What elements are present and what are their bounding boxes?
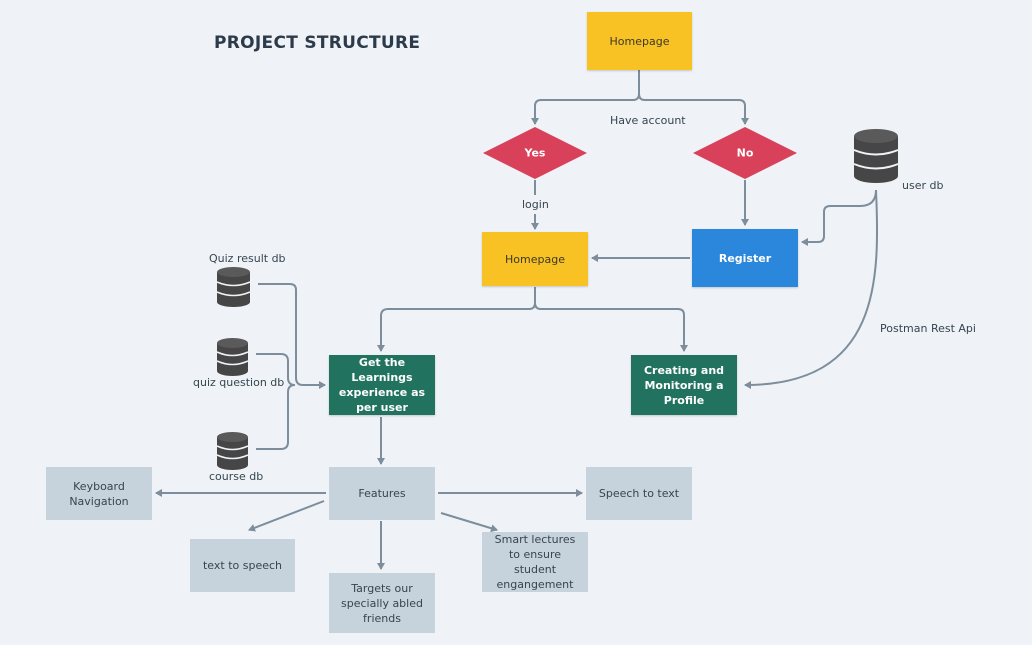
have-account-label: Have account	[610, 114, 686, 127]
arrow-quizresult-to-learnings	[258, 283, 326, 389]
decision-yes-diamond	[483, 127, 587, 179]
database-icon	[216, 432, 249, 470]
arrow-homepage-to-profile	[534, 302, 688, 352]
arrow-course-to-learnings	[256, 384, 296, 450]
profile-node: Creating and Monitoring a Profile	[631, 355, 737, 415]
user-db-label: user db	[902, 179, 944, 192]
smart-lectures-node: Smart lectures to ensure student engange…	[482, 532, 588, 592]
quiz-result-db-label: Quiz result db	[209, 252, 286, 265]
arrow-postman-to-profile	[744, 189, 879, 389]
register-node: Register	[692, 229, 798, 287]
login-label: login	[522, 198, 549, 211]
features-node: Features	[329, 467, 435, 520]
page-title: PROJECT STRUCTURE	[214, 33, 421, 53]
speech-to-text-node: Speech to text	[586, 467, 692, 520]
targets-node: Targets our specially abled friends	[329, 573, 435, 633]
database-icon	[216, 267, 251, 307]
postman-label: Postman Rest Api	[880, 322, 976, 335]
course-db-label: course db	[209, 470, 264, 483]
database-icon	[216, 338, 249, 376]
keyboard-navigation-node: Keyboard Navigation	[46, 467, 152, 520]
learnings-node: Get the Learnings experience as per user	[329, 355, 435, 415]
homepage-mid-node: Homepage	[482, 232, 588, 286]
homepage-top-node: Homepage	[587, 12, 692, 70]
database-icon	[853, 129, 899, 183]
arrow-features-to-tts	[248, 500, 325, 532]
arrow-homepage-to-learnings	[377, 287, 536, 352]
decision-no-diamond	[693, 127, 797, 179]
arrow-homepage-to-no	[638, 93, 749, 125]
yes-label: Yes	[524, 146, 546, 160]
no-label: No	[736, 146, 754, 160]
arrow-quizquestion-to-learnings	[256, 353, 296, 386]
text-to-speech-node: text to speech	[190, 539, 295, 592]
arrow-userdb-to-register	[801, 189, 877, 246]
quiz-question-db-label: quiz question db	[193, 376, 285, 389]
arrow-features-to-smart	[440, 512, 498, 533]
